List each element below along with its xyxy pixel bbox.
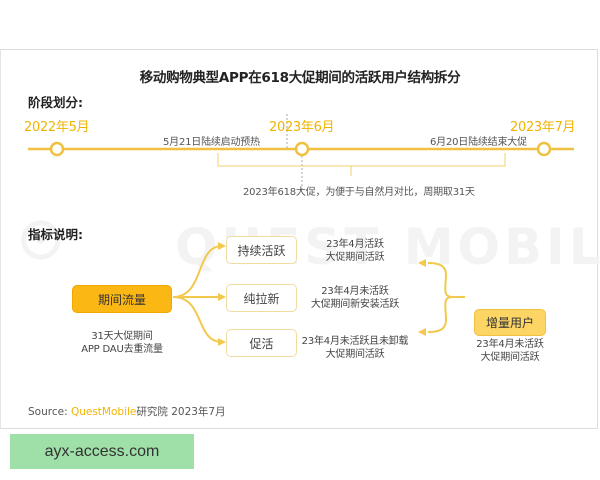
pure-new-node: 纯拉新 — [226, 284, 297, 312]
stage-section-label: 阶段划分: — [28, 95, 83, 110]
timeline-graphic — [28, 114, 574, 190]
timeline-month-end: 2023年7月 — [510, 120, 576, 135]
timeline-note: 2023年618大促，为便于与自然月对比，周期取31天 — [243, 187, 475, 198]
incremental-users-desc: 23年4月未活跃 大促期间活跃 — [460, 338, 560, 364]
reactivated-desc: 23年4月未活跃且未卸载 大促期间活跃 — [295, 335, 415, 361]
continuous-active-node: 持续活跃 — [226, 236, 297, 264]
metric-section-label: 指标说明: — [28, 227, 83, 242]
continuous-active-desc-line2: 大促期间活跃 — [325, 252, 385, 263]
reactivated-desc-line2: 大促期间活跃 — [325, 349, 385, 360]
timeline-month-mid: 2023年6月 — [269, 120, 335, 135]
flow-connectors — [172, 242, 465, 346]
source-suffix: 研究院 2023年7月 — [136, 406, 226, 418]
period-traffic-node: 期间流量 — [72, 285, 172, 313]
continuous-active-desc: 23年4月活跃 大促期间活跃 — [300, 238, 410, 264]
page-title: 移动购物典型APP在618大促期间的活跃用户结构拆分 — [139, 70, 461, 86]
timeline-event-start: 5月21日陆续启动预热 — [163, 137, 260, 148]
pure-new-desc: 23年4月未活跃 大促期间新安装活跃 — [300, 285, 410, 311]
source-note: Source: QuestMobile研究院 2023年7月 — [28, 404, 226, 419]
incremental-users-node: 增量用户 — [474, 309, 546, 336]
timeline-month-start: 2022年5月 — [24, 120, 90, 135]
site-badge: ayx-access.com — [10, 434, 194, 469]
pure-new-desc-line1: 23年4月未活跃 — [321, 286, 389, 297]
reactivated-desc-line1: 23年4月未活跃且未卸载 — [301, 336, 409, 347]
incremental-users-desc-line2: 大促期间活跃 — [480, 352, 540, 363]
pure-new-desc-line2: 大促期间新安装活跃 — [310, 299, 400, 310]
period-traffic-desc-line2: APP DAU去重流量 — [81, 344, 163, 355]
continuous-active-desc-line1: 23年4月活跃 — [326, 239, 384, 250]
period-traffic-desc-line1: 31天大促期间 — [91, 331, 153, 342]
timeline-event-end: 6月20日陆续结束大促 — [430, 137, 527, 148]
source-brand: QuestMobile — [70, 406, 137, 418]
period-traffic-desc: 31天大促期间 APP DAU去重流量 — [72, 330, 172, 356]
source-prefix: Source: — [28, 406, 68, 418]
reactivated-node: 促活 — [226, 329, 297, 357]
incremental-users-desc-line1: 23年4月未活跃 — [476, 339, 544, 350]
infographic-frame — [0, 49, 598, 429]
